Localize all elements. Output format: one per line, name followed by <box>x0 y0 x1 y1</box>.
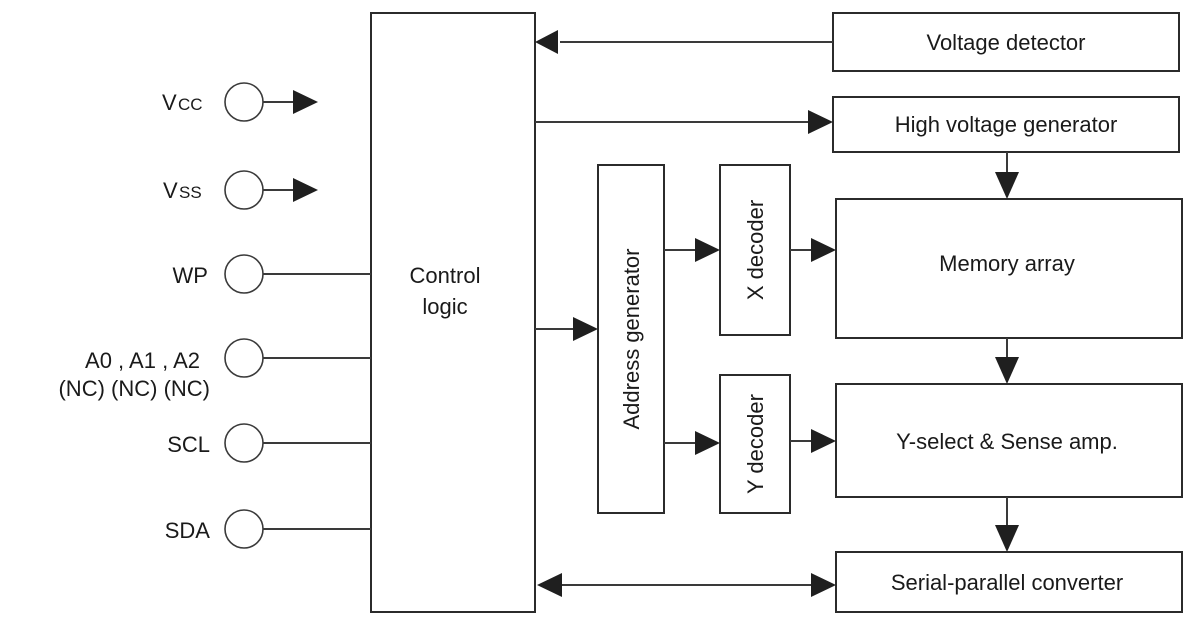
pin-vss-terminal-icon <box>224 170 264 210</box>
serial-parallel-box <box>835 551 1183 613</box>
pin-a-terminal-icon <box>224 338 264 378</box>
high-voltage-generator-box <box>832 96 1180 153</box>
pin-wp: WP <box>173 254 371 294</box>
arrowhead-down-icon <box>995 525 1019 552</box>
pin-vcc: V CC <box>162 82 318 122</box>
arrow-address-to-y-decoder <box>664 431 720 455</box>
y-select-label: Y-select & Sense amp. <box>896 429 1118 454</box>
control-logic-block: Control logic <box>370 12 536 613</box>
arrowhead-right-icon <box>811 238 836 262</box>
arrowhead-right-icon <box>811 573 836 597</box>
pin-wp-label: WP <box>173 263 208 288</box>
arrowhead-right-icon <box>811 429 836 453</box>
x-decoder-label: X decoder <box>743 200 768 300</box>
address-generator-label: Address generator <box>619 249 644 430</box>
pin-a-label: A0 , A1 , A2 <box>85 348 200 373</box>
arrowhead-right-icon <box>573 317 598 341</box>
arrow-control-serial-parallel-bidirectional <box>537 573 836 597</box>
y-decoder-label: Y decoder <box>743 394 768 494</box>
arrowhead-down-icon <box>995 357 1019 384</box>
memory-array-label: Memory array <box>939 251 1075 276</box>
pin-sda-terminal-icon <box>224 509 264 549</box>
y-select-box <box>835 383 1183 498</box>
pin-a0-a1-a2: A0 , A1 , A2 (NC) (NC) (NC) <box>58 338 371 401</box>
address-generator-box <box>597 164 665 514</box>
pin-vss: V SS <box>163 170 318 210</box>
pin-scl-label: SCL <box>167 432 210 457</box>
pin-scl: SCL <box>167 423 371 463</box>
serial-parallel-converter-block: Serial-parallel converter <box>835 551 1183 613</box>
arrowhead-right-icon <box>293 90 318 114</box>
high-voltage-generator-label: High voltage generator <box>895 112 1118 137</box>
pin-sda: SDA <box>165 509 371 549</box>
arrowhead-right-icon <box>695 431 720 455</box>
arrow-address-to-x-decoder <box>664 238 720 262</box>
arrow-hv-generator-to-memory <box>995 152 1019 199</box>
memory-array-box <box>835 198 1183 339</box>
voltage-detector-label: Voltage detector <box>926 30 1085 55</box>
arrow-y-decoder-to-y-select <box>790 429 836 453</box>
control-logic-box <box>370 12 536 613</box>
arrow-x-decoder-to-memory <box>790 238 836 262</box>
high-voltage-generator-block: High voltage generator <box>832 96 1180 153</box>
pin-a-nc-label: (NC) (NC) (NC) <box>58 376 210 401</box>
pin-vss-label: V <box>163 178 178 203</box>
pin-vcc-terminal-icon <box>224 82 264 122</box>
voltage-detector-box <box>832 12 1180 72</box>
arrowhead-right-icon <box>293 178 318 202</box>
y-decoder-block: Y decoder <box>719 374 791 514</box>
pin-vcc-subscript: CC <box>178 95 203 114</box>
pin-vcc-label: V <box>162 90 177 115</box>
pin-sda-label: SDA <box>165 518 211 543</box>
arrow-voltage-detector-to-control <box>535 30 833 54</box>
arrow-control-to-hv-generator <box>535 110 833 134</box>
pin-vss-subscript: SS <box>179 183 202 202</box>
arrowhead-left-icon <box>535 30 558 54</box>
arrowhead-right-icon <box>808 110 833 134</box>
x-decoder-box <box>719 164 791 336</box>
x-decoder-block: X decoder <box>719 164 791 336</box>
arrowhead-right-icon <box>695 238 720 262</box>
arrow-control-to-address-generator <box>535 317 598 341</box>
arrow-y-select-to-serial-parallel <box>995 497 1019 552</box>
serial-parallel-label: Serial-parallel converter <box>891 570 1123 595</box>
memory-array-block: Memory array <box>835 198 1183 339</box>
arrowhead-down-icon <box>995 172 1019 199</box>
arrowhead-left-icon <box>537 573 562 597</box>
y-select-sense-amp-block: Y-select & Sense amp. <box>835 383 1183 498</box>
arrow-memory-to-y-select <box>995 338 1019 384</box>
pin-scl-terminal-icon <box>224 423 264 463</box>
control-logic-label-1: Control <box>410 263 481 288</box>
pin-wp-terminal-icon <box>224 254 264 294</box>
voltage-detector-block: Voltage detector <box>832 12 1180 72</box>
control-logic-label-2: logic <box>422 294 467 319</box>
y-decoder-box <box>719 374 791 514</box>
address-generator-block: Address generator <box>597 164 665 514</box>
